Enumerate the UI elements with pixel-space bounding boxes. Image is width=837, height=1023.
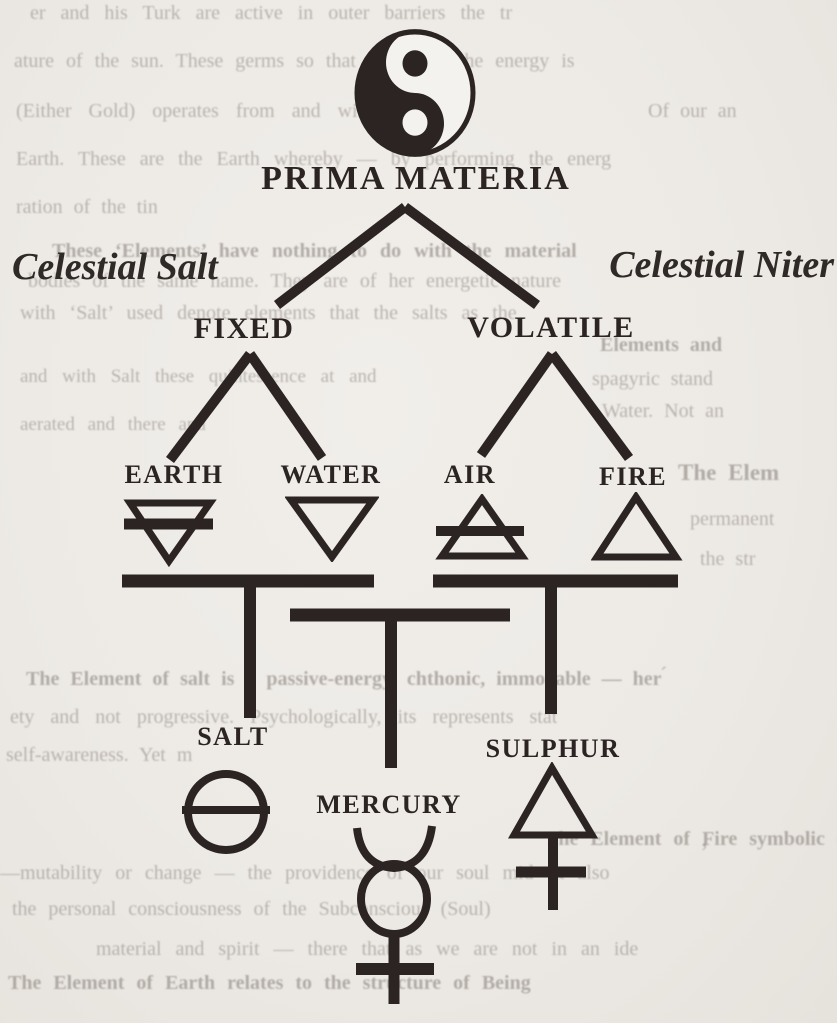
fire-symbol-icon — [591, 492, 683, 561]
bleed-text-line: permanent — [690, 508, 775, 530]
earth-symbol-icon — [123, 499, 217, 567]
celestial-salt-label: Celestial Salt — [12, 246, 218, 288]
sulphur-label: SULPHUR — [485, 734, 621, 763]
bleed-text-line: Of our an — [648, 100, 737, 122]
bleed-text-line: with ‘Salt’ used denote elements that th… — [20, 302, 517, 324]
mercury-symbol-icon — [353, 825, 436, 1004]
salt-label: SALT — [197, 722, 269, 751]
bleed-text-line: ety and not progressive. Psychologically… — [10, 706, 558, 728]
bleed-text-line: Elements and — [600, 334, 723, 356]
bleed-text-line: ˊ — [660, 662, 668, 687]
branch-fixed-to-water — [245, 351, 327, 461]
bleed-text-line: spagyric stand — [592, 368, 713, 390]
bleed-text-line: —mutability or change — the providence o… — [0, 862, 610, 884]
root-label: PRIMA MATERIA — [261, 160, 571, 197]
bleed-text-line: ration of the tin — [16, 196, 158, 218]
bleed-text-line: material and spirit — there that as we a… — [96, 938, 639, 960]
bleed-text-line: self-awareness. Yet m — [6, 744, 193, 766]
volatile-label: VOLATILE — [467, 311, 635, 344]
bleed-text-line: and with Salt these quintessence at and — [20, 366, 377, 387]
bleed-text-line: These ‘Elements’ have nothing to do with… — [52, 240, 577, 262]
branch-root-to-fixed — [273, 203, 409, 309]
bleed-text-line: the personal consciousness of the Subcon… — [12, 898, 491, 920]
bleed-text-line: Earth. These are the Earth whereby — by … — [16, 148, 612, 170]
yin-yang-icon — [354, 29, 476, 157]
branch-volatile-to-air — [476, 351, 557, 458]
branch-root-to-volatile — [402, 202, 540, 310]
branch-volatile-to-fire — [547, 351, 634, 461]
bleed-text-line: ’ — [700, 838, 709, 867]
bleed-text-line: er and his Turk are active in outer barr… — [30, 2, 513, 24]
mercury-label: MERCURY — [316, 790, 462, 819]
fixed-label: FIXED — [193, 312, 295, 345]
branch-fixed-to-earth — [166, 350, 254, 464]
fire-label: FIRE — [598, 462, 668, 491]
bleed-text-line: bodies of the same name. They are of her… — [28, 270, 561, 292]
bleed-text-line: The Element of Fire symbolic carbon an — [545, 828, 837, 850]
bleed-text-line: aerated and there and — [20, 414, 206, 435]
bleed-text-line: The Element of salt is a passive-energy,… — [26, 668, 662, 690]
bleed-text-line: the str — [700, 548, 756, 570]
air-symbol-icon — [435, 494, 529, 560]
sulphur-symbol-icon — [508, 762, 599, 910]
salt-symbol-icon — [182, 770, 270, 854]
celestial-niter-label: Celestial Niter — [609, 244, 834, 286]
bleed-text-line: The Element of Earth relates to the stru… — [8, 972, 531, 994]
air-label: AIR — [443, 460, 497, 489]
water-symbol-icon — [285, 496, 379, 562]
bleed-text-line: (Either Gold) operates from and with Fir… — [16, 100, 423, 122]
bleed-text-line: The Elem — [678, 460, 780, 485]
water-label: WATER — [280, 460, 382, 489]
bleed-text-line: Water. Not an — [602, 400, 725, 422]
earth-label: EARTH — [124, 460, 224, 489]
